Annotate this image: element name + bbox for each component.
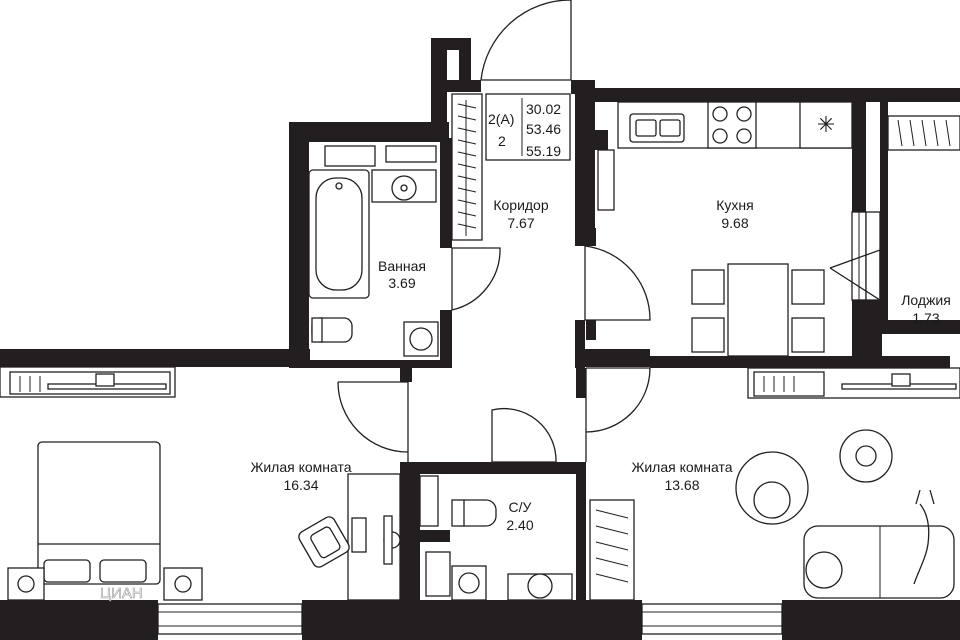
living-left-furniture [7, 371, 401, 601]
nightstand [7, 567, 45, 601]
kitchen-chair [791, 269, 825, 305]
kitchen-fixtures: ✳ [597, 101, 853, 357]
kitchen-table [727, 263, 789, 357]
sofa [803, 525, 955, 599]
entry-door [480, 0, 572, 81]
kitchen-chair [691, 317, 725, 353]
bathroom-fixtures [308, 145, 439, 357]
wc-area: 2.40 [506, 517, 533, 533]
loggia-rack [887, 115, 960, 151]
bathroom-name: Ванная [378, 258, 426, 274]
wc-fixtures [419, 475, 573, 601]
person-figure [913, 489, 935, 585]
living-right-furniture [589, 371, 957, 601]
bathroom-door [451, 247, 501, 311]
doors [337, 0, 881, 463]
living-right-door [585, 367, 651, 462]
walls [0, 38, 960, 640]
watermark: ЦИАН [100, 585, 143, 602]
bathroom-area: 3.69 [388, 275, 415, 291]
tv-console-right [753, 371, 825, 397]
wardrobe [589, 499, 635, 601]
rooms-count: 2 [498, 133, 506, 149]
corridor-name: Коридор [493, 197, 549, 213]
corridor-wardrobe [451, 93, 483, 241]
kitchen-name: Кухня [716, 197, 753, 213]
kitchen-chair [691, 269, 725, 305]
kitchen-area: 9.68 [721, 215, 748, 231]
tv-console [9, 371, 171, 395]
loggia-area: 1.73 [912, 310, 939, 326]
room-labels: Ванная 3.69 Коридор 7.67 Кухня 9.68 Лодж… [250, 197, 950, 533]
living-right-name: Жилая комната [631, 459, 732, 475]
total-area: 53.46 [526, 121, 561, 137]
corridor-area: 7.67 [507, 215, 534, 231]
armchair [735, 451, 809, 525]
fridge [799, 101, 853, 149]
total-area-with-loggia: 55.19 [526, 143, 561, 159]
loggia-door [829, 249, 881, 302]
kitchen-door [584, 245, 651, 321]
bed [37, 441, 161, 585]
living-left-door [337, 381, 409, 462]
wc-name: С/У [509, 499, 532, 515]
living-right-area: 13.68 [664, 477, 699, 493]
wc-door [491, 407, 557, 463]
kitchen-chair [791, 317, 825, 353]
loggia-name: Лоджия [901, 292, 951, 308]
office-chair [298, 516, 350, 568]
living-left-name: Жилая комната [250, 459, 351, 475]
apartment-info: 2(A) 2 30.02 53.46 55.19 [485, 93, 571, 161]
snowflake-icon: ✳ [817, 112, 835, 137]
living-area: 30.02 [526, 101, 561, 117]
living-left-area: 16.34 [283, 477, 318, 493]
apartment-type: 2(A) [488, 111, 514, 127]
